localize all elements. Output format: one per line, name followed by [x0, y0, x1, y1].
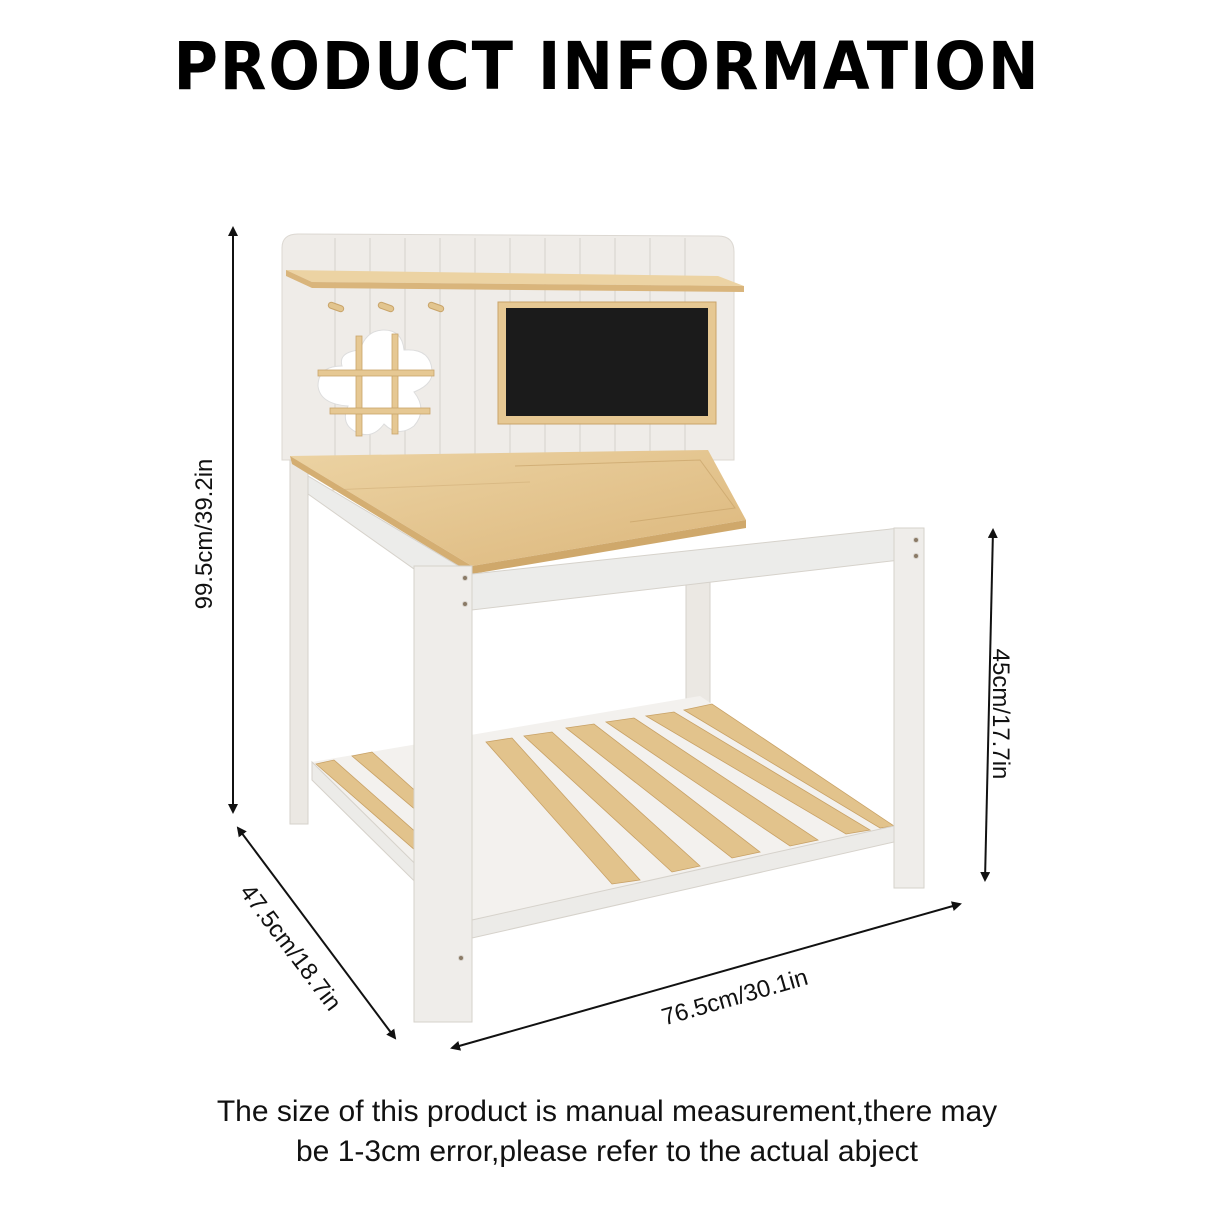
tabletop	[290, 450, 746, 574]
measurement-note: The size of this product is manual measu…	[0, 1092, 1214, 1172]
chalkboard	[497, 301, 717, 425]
dimension-arrows	[228, 226, 998, 1051]
lower-shelf	[311, 696, 896, 940]
top-shelf	[286, 270, 744, 292]
note-line-1: The size of this product is manual measu…	[216, 1095, 998, 1128]
flower-window	[317, 329, 435, 437]
page-title: PRODUCT INFORMATION	[173, 28, 1041, 105]
hooks	[327, 301, 445, 313]
shelf-height-arrow	[980, 528, 998, 882]
height-dimension-label: 99.5cm/39.2in	[191, 458, 218, 610]
width-arrow	[450, 901, 962, 1051]
shelf-height-dimension-label: 45cm/17.7in	[987, 648, 1014, 780]
depth-arrow	[236, 826, 397, 1040]
note-line-2: be 1-3cm error,please refer to the actua…	[295, 1135, 918, 1168]
